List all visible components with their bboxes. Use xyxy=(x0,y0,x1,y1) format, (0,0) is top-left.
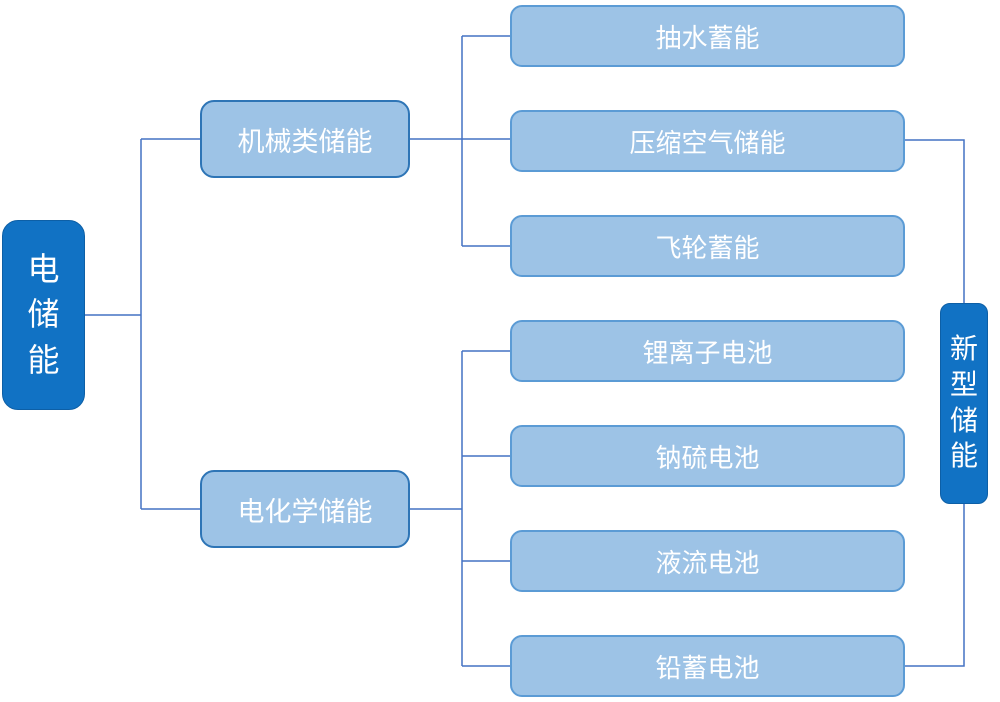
node-label: 液流电池 xyxy=(655,548,760,578)
node-flywheel-storage[interactable]: 飞轮蓄能 xyxy=(510,215,905,277)
node-new-type-storage[interactable]: 新型储能 xyxy=(940,303,988,504)
node-pumped-hydro-storage[interactable]: 抽水蓄能 xyxy=(510,5,905,67)
node-label: 电储能 xyxy=(27,250,60,378)
node-label: 铅蓄电池 xyxy=(655,653,760,683)
node-label: 电化学储能 xyxy=(237,496,373,527)
node-sodium-sulfur-battery[interactable]: 钠硫电池 xyxy=(510,425,905,487)
node-lead-acid-battery[interactable]: 铅蓄电池 xyxy=(510,635,905,697)
node-label: 锂离子电池 xyxy=(642,338,773,368)
node-mechanical-storage[interactable]: 机械类储能 xyxy=(200,100,410,178)
node-flow-battery[interactable]: 液流电池 xyxy=(510,530,905,592)
node-electrical-storage[interactable]: 电储能 xyxy=(2,220,85,410)
node-compressed-air-storage[interactable]: 压缩空气储能 xyxy=(510,110,905,172)
node-label: 抽水蓄能 xyxy=(655,23,760,53)
node-label: 钠硫电池 xyxy=(655,443,760,473)
node-label: 压缩空气储能 xyxy=(629,128,786,158)
node-label: 新型储能 xyxy=(950,333,979,473)
connector-compressed-air-to-new-type xyxy=(905,139,965,303)
node-label: 机械类储能 xyxy=(237,126,373,157)
node-electrochemical-storage[interactable]: 电化学储能 xyxy=(200,470,410,548)
node-label: 飞轮蓄能 xyxy=(655,233,760,263)
connector-new-type-to-lead-acid xyxy=(905,504,965,667)
node-lithium-ion-battery[interactable]: 锂离子电池 xyxy=(510,320,905,382)
